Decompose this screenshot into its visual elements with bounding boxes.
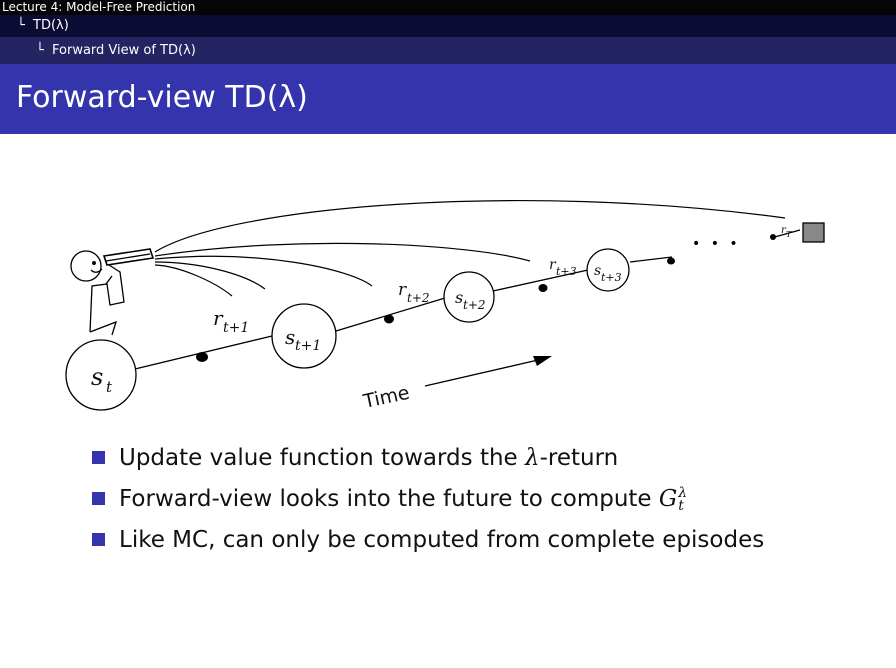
observer-figure: [71, 249, 153, 335]
bullet-list: Update value function towards the λ-retu…: [92, 438, 872, 561]
header-section-bar: └ TD(λ): [0, 15, 896, 37]
reward-label-rt2-sub: t+2: [407, 291, 430, 305]
terminal-state-box: [803, 223, 824, 242]
bullet-item-2: Forward-view looks into the future to co…: [92, 479, 872, 520]
subsection-title: Forward View of TD(λ): [52, 37, 196, 64]
time-arrow: Time: [360, 356, 552, 413]
reward-label-rt1-sub: t+1: [223, 320, 249, 336]
forward-view-diagram: • • • s t s t+1 s t+2 s t+3 r t+1 r t+2 …: [0, 134, 896, 434]
state-label-st: s: [91, 363, 103, 391]
slide-title: Forward-view TD(λ): [16, 78, 308, 118]
reward-dot-t1: [196, 352, 208, 362]
state-label-st3-sub: t+3: [601, 271, 622, 284]
section-title: TD(λ): [33, 15, 69, 37]
reward-dot-t3: [539, 284, 548, 292]
state-circle-st2: [444, 272, 494, 322]
bullet-1-math: λ: [525, 445, 540, 471]
bullet-marker-3: [92, 533, 105, 546]
time-arrowhead: [533, 356, 552, 366]
bullet-item-1: Update value function towards the λ-retu…: [92, 438, 872, 479]
state-label-st2-sub: t+2: [463, 298, 486, 312]
bullet-marker-2: [92, 492, 105, 505]
observer-head: [71, 251, 101, 281]
reward-dot-T: [770, 234, 776, 240]
bullet-2-math-sub: t: [678, 500, 687, 513]
header-lecture-bar: Lecture 4: Model-Free Prediction: [0, 0, 896, 15]
state-circle-st1: [272, 304, 336, 368]
reward-label-rt2: r: [398, 280, 407, 300]
reward-dot-t4: [667, 258, 675, 265]
state-label-st2: s: [455, 288, 463, 307]
lecture-title: Lecture 4: Model-Free Prediction: [2, 0, 195, 14]
bullet-item-3: Like MC, can only be computed from compl…: [92, 520, 872, 561]
state-label-st1: s: [285, 325, 295, 349]
slide-title-bar: Forward-view TD(λ): [0, 64, 896, 134]
bullet-marker-1: [92, 451, 105, 464]
reward-label-rT-sub: T: [786, 230, 792, 239]
state-label-st1-sub: t+1: [295, 338, 321, 354]
section-tree-glyph: └: [17, 15, 25, 37]
ellipsis-dots: • • •: [692, 236, 741, 252]
reward-label-rt3-sub: t+3: [556, 265, 577, 278]
time-label: Time: [360, 382, 411, 413]
bullet-2-math-base: G: [659, 486, 677, 512]
reward-dot-t2: [384, 315, 394, 324]
subsection-tree-glyph: └: [36, 37, 44, 64]
bullet-1-suffix: -return: [540, 445, 619, 471]
bullet-2-text: Forward-view looks into the future to co…: [119, 486, 659, 512]
state-label-st-sub: t: [106, 378, 113, 396]
bullet-3-text: Like MC, can only be computed from compl…: [119, 527, 764, 553]
header-subsection-bar: └ Forward View of TD(λ): [0, 37, 896, 64]
bullet-1-text: Update value function towards the: [119, 445, 525, 471]
